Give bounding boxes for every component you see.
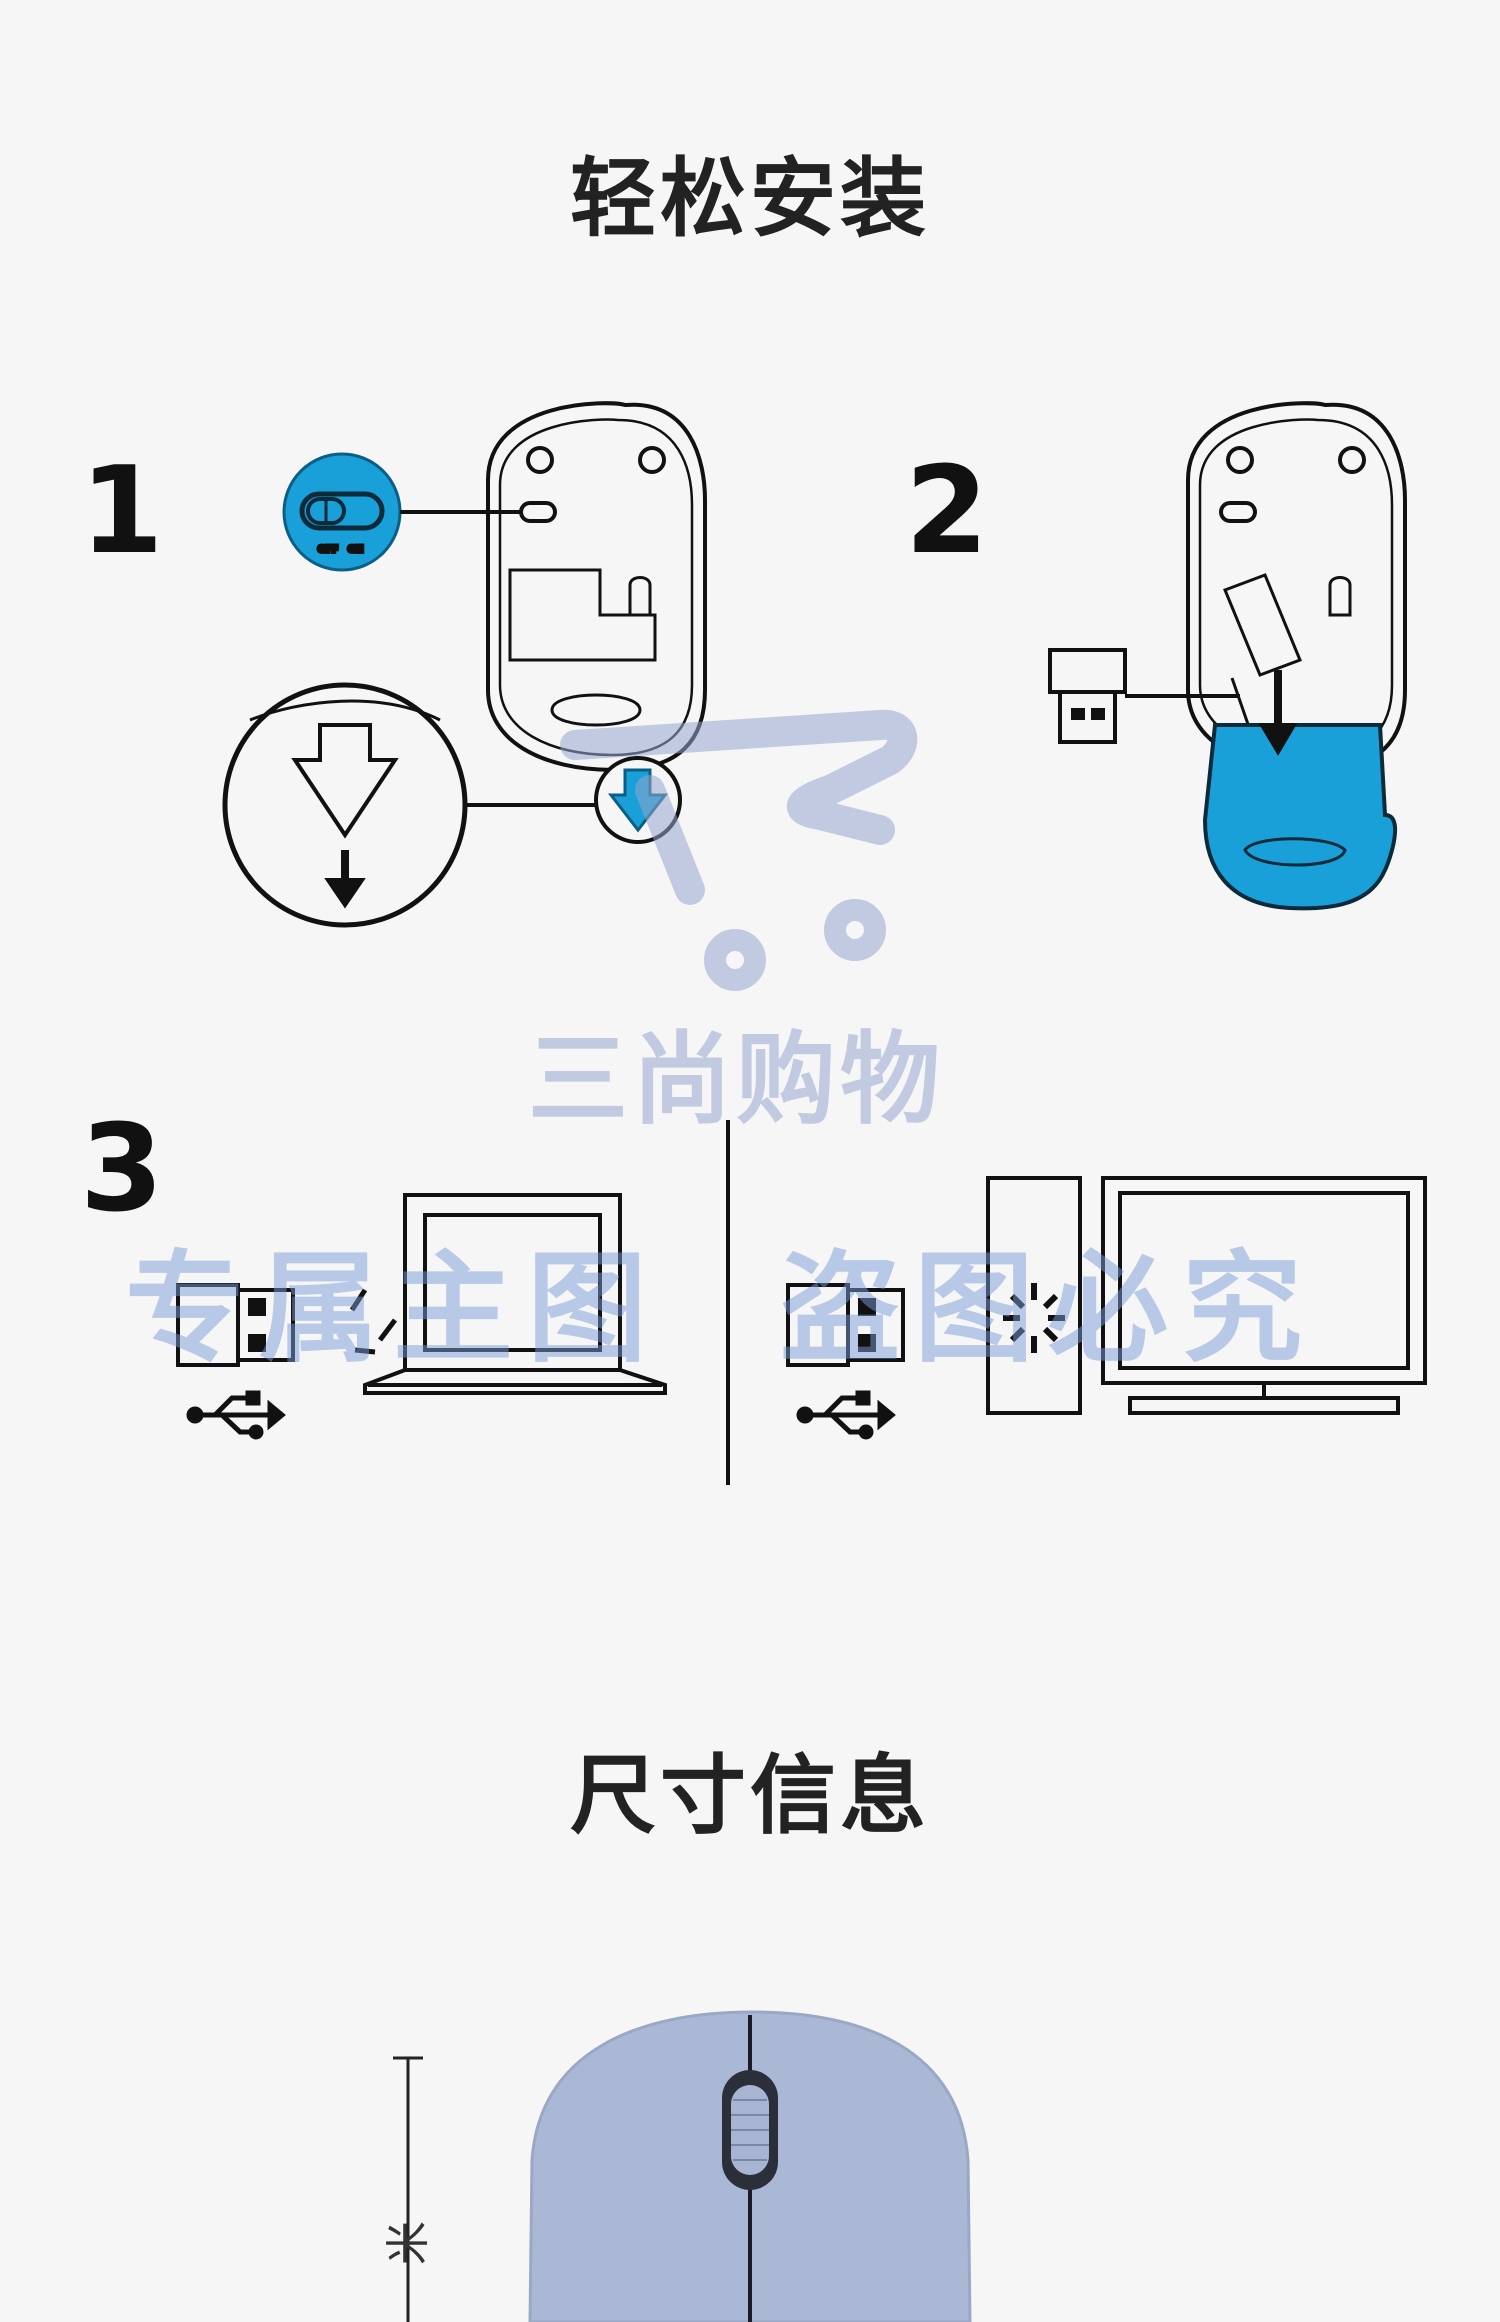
mouse-underside-1 — [486, 401, 707, 773]
usb-receiver-icon — [786, 1283, 905, 1367]
step-1-illustration: OFF ON — [222, 401, 707, 928]
laptop-icon — [363, 1193, 667, 1395]
cart-logo-icon — [560, 709, 918, 991]
usb-symbol-icon — [186, 1390, 286, 1440]
watermark-left: 专属主图 — [125, 1240, 661, 1379]
step-3-illustration — [176, 1120, 1427, 1485]
desktop-computer-icon — [986, 1176, 1427, 1415]
power-switch-icon: OFF ON — [282, 452, 402, 572]
switch-off-label: OFF — [318, 545, 338, 555]
usb-symbol-icon — [796, 1390, 896, 1440]
height-dimension-label: 米 — [383, 2221, 434, 2265]
arrow-down-icon — [222, 682, 468, 928]
step-2-number: 2 — [905, 442, 989, 581]
step-1-number: 1 — [80, 442, 164, 581]
step-3-number: 3 — [80, 1100, 164, 1239]
mouse-underside-2 — [1186, 401, 1407, 773]
step-2-illustration — [1048, 401, 1407, 911]
watermark-right: 盗图必究 — [780, 1240, 1316, 1379]
size-section-title: 尺寸信息 — [570, 1746, 930, 1846]
install-section-title: 轻松安装 — [570, 149, 930, 249]
watermark-brand: 三尚购物 — [528, 1021, 944, 1138]
mouse-top-view — [393, 2010, 972, 2322]
usb-receiver-icon — [176, 1283, 295, 1367]
switch-on-label: ON — [348, 545, 363, 555]
usb-receiver-icon — [1048, 648, 1127, 744]
